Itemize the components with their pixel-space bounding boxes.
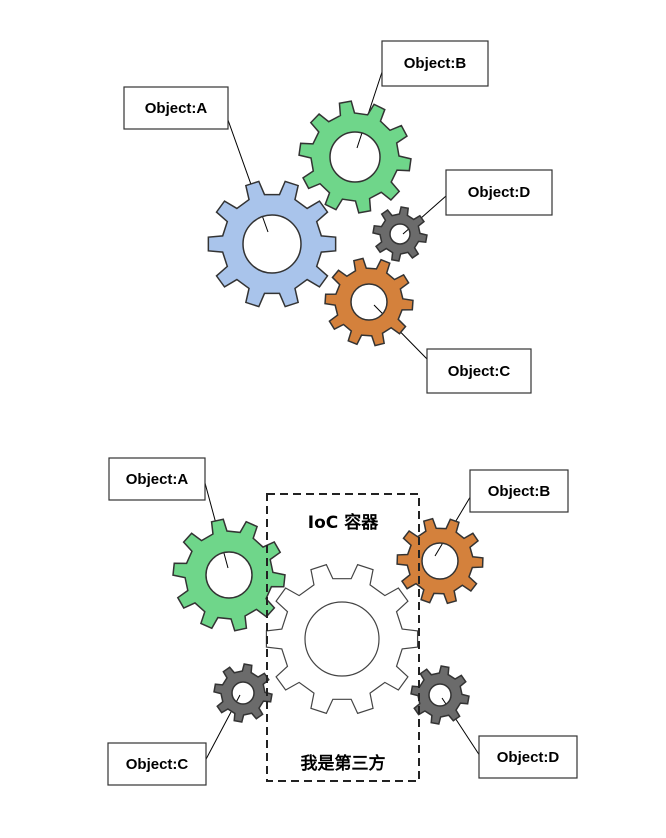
label-object-c-text: Object:C — [126, 756, 189, 773]
gear-object-a — [207, 180, 337, 308]
gear-object-c — [324, 257, 414, 347]
ioc-container-title: IoC 容器 — [308, 512, 379, 533]
ioc-container-caption: 我是第三方 — [301, 753, 386, 774]
label-object-d-text: Object:D — [497, 749, 560, 766]
label-object-b-text: Object:B — [404, 55, 467, 72]
label-object-a-text: Object:A — [126, 471, 189, 488]
label-object-d: Object:D — [445, 169, 553, 216]
label-object-a: Object:A — [108, 457, 206, 501]
label-object-b: Object:B — [381, 40, 489, 87]
label-object-a-text: Object:A — [145, 100, 208, 117]
top-diagram: Object:A Object:B Object:D Object:C — [123, 40, 553, 394]
label-object-d: Object:D — [478, 735, 578, 779]
label-object-d-text: Object:D — [468, 184, 531, 201]
pointer-line-b — [356, 65, 385, 149]
label-object-c: Object:C — [107, 742, 207, 786]
bottom-diagram: IoC 容器 我是第三方 Object:A Object:B Object:C … — [107, 457, 578, 786]
label-object-c-text: Object:C — [448, 363, 511, 380]
label-object-c: Object:C — [426, 348, 532, 394]
gear-object-b — [298, 100, 412, 214]
ioc-container-box — [266, 493, 420, 782]
gear-object-c — [213, 663, 273, 723]
gear-ioc-container — [265, 563, 419, 715]
gear-object-a — [172, 518, 286, 632]
label-object-a: Object:A — [123, 86, 229, 130]
gear-object-d — [372, 206, 428, 262]
label-object-b: Object:B — [469, 469, 569, 513]
label-object-b-text: Object:B — [488, 483, 551, 500]
gear-object-b — [396, 517, 484, 605]
